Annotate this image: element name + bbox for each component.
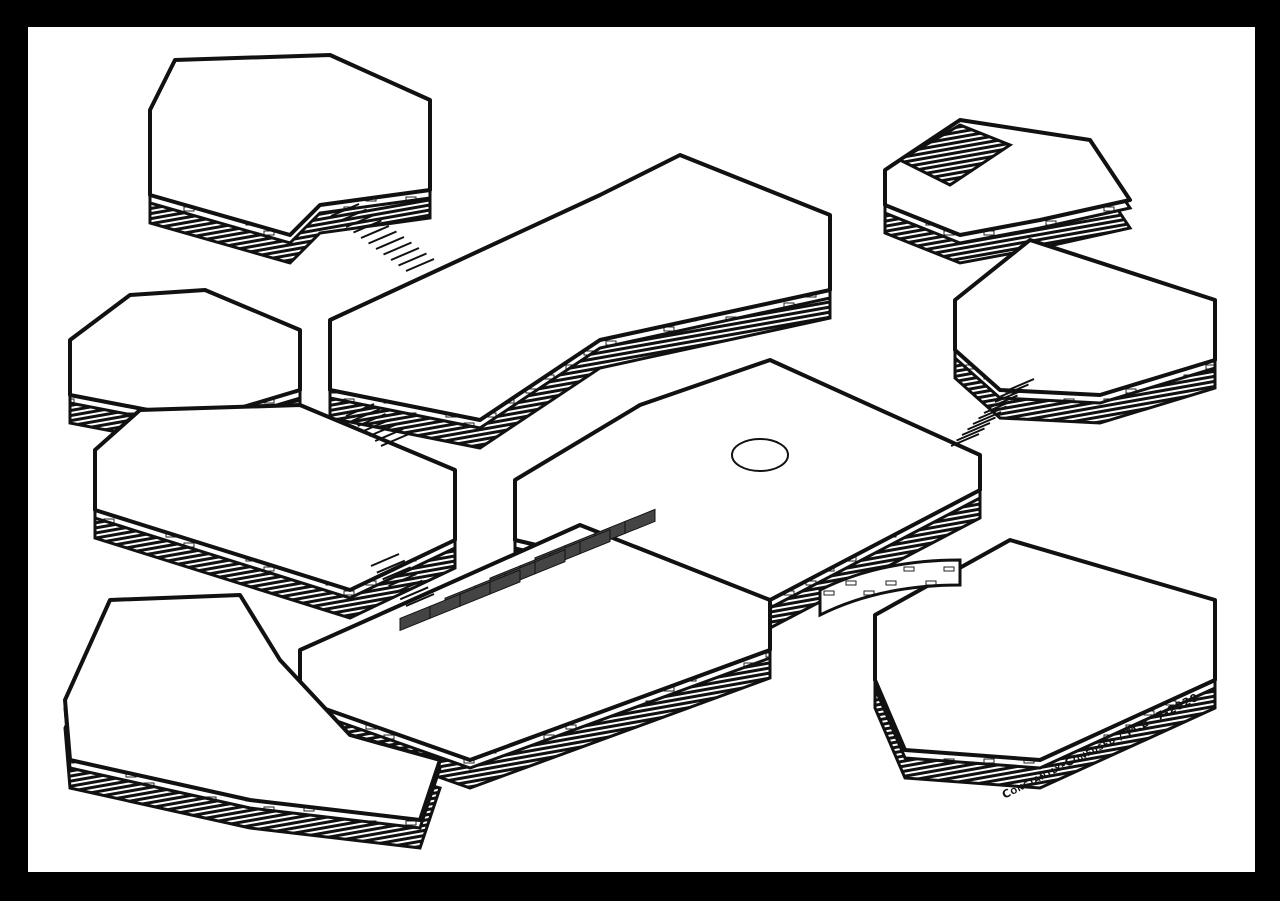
floor [873,538,1217,762]
room-entrance-hall [148,53,432,265]
room-east-study [953,238,1217,425]
table [489,569,521,595]
table [624,508,656,535]
floor [68,288,302,422]
rock-platform [63,593,442,850]
floor [148,53,432,237]
house-roof [896,123,1014,187]
stairs-west [345,403,410,447]
bridge [818,558,962,618]
room-barracks-hall [328,153,832,450]
floor [953,238,1217,397]
floor [93,403,457,592]
room-floating-house [883,118,1133,265]
room-great-hall [298,523,772,790]
room-west-hall [93,403,457,620]
floor [63,593,442,822]
stairs-entrance [330,203,435,272]
pentagram-circle [731,438,789,472]
stairs-east [950,378,1035,447]
stairs-southwest [370,553,435,607]
table [534,549,566,575]
table [579,528,611,555]
room-chapel [873,538,1217,790]
floor [328,153,832,422]
